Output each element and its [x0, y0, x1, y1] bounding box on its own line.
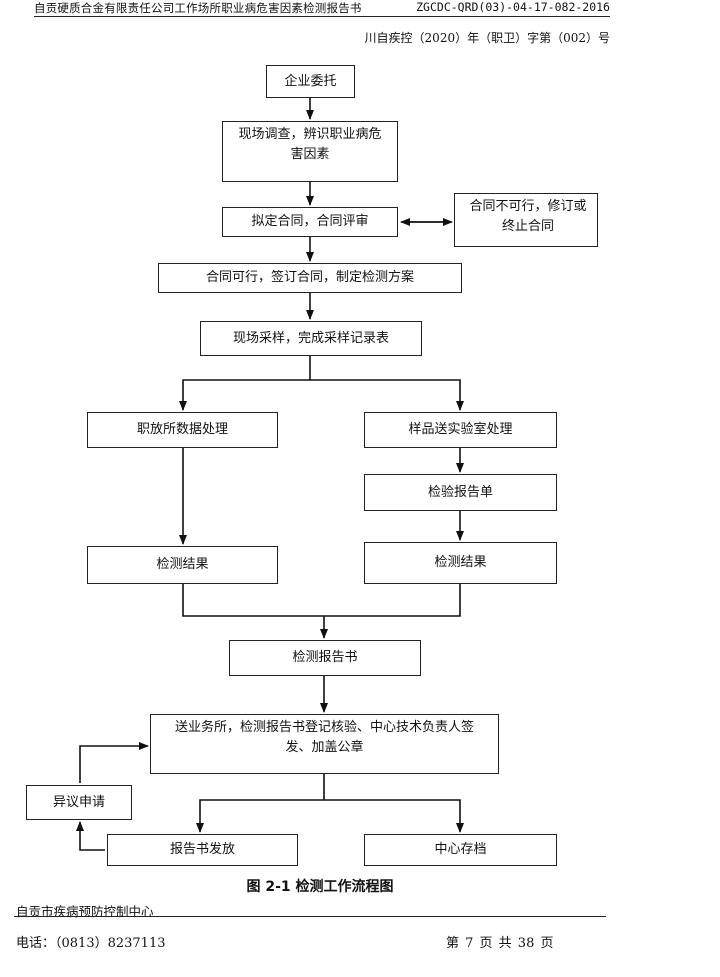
node-objection: 异议申请: [26, 785, 132, 820]
node-lab-report: 检验报告单: [364, 474, 557, 511]
node-report: 检测报告书: [229, 640, 421, 676]
node-survey: 现场调查，辨识职业病危害因素: [222, 121, 398, 182]
figure-caption: 图 2-1 检测工作流程图: [246, 879, 394, 895]
footer-phone: 电话：（0813）8237113: [16, 936, 166, 951]
footer-page-number: 第 7 页 共 38 页: [446, 936, 554, 951]
node-issue: 报告书发放: [107, 834, 298, 866]
arrow-issue-objection: [76, 821, 105, 851]
document-number: 川自疾控（2020）年（职卫）字第（002）号: [364, 31, 610, 45]
node-field-data: 职放所数据处理: [87, 412, 278, 448]
arrow-sampling-lab: [310, 379, 464, 411]
node-not-feasible: 合同不可行，修订或终止合同: [454, 193, 598, 247]
node-archive: 中心存档: [364, 834, 557, 866]
arrow-review-issue: [196, 774, 325, 833]
node-result-left: 检测结果: [87, 546, 278, 584]
node-review: 送业务所，检测报告书登记核验、中心技术负责人签发、加盖公章: [150, 714, 499, 774]
arrow-review-archive: [324, 799, 464, 833]
node-sign: 合同可行，签订合同，制定检测方案: [158, 263, 462, 293]
footer-divider: [14, 916, 606, 917]
node-lab: 样品送实验室处理: [364, 412, 557, 448]
header-divider: [34, 16, 610, 17]
footer-organization: 自贡市疾病预防控制中心: [16, 904, 154, 919]
node-result-right: 检测结果: [364, 542, 557, 584]
report-header-title: 自贡硬质合金有限责任公司工作场所职业病危害因素检测报告书: [34, 1, 362, 15]
arrow-objection-review: [79, 742, 149, 783]
node-contract: 拟定合同，合同评审: [222, 207, 398, 237]
arrow-sampling-field: [179, 356, 311, 411]
node-sampling: 现场采样，完成采样记录表: [200, 321, 422, 356]
report-code: ZGCDC-QRD(03)-04-17-082-2016: [416, 0, 610, 14]
node-entrust: 企业委托: [266, 65, 355, 98]
merge-results: [182, 584, 461, 617]
